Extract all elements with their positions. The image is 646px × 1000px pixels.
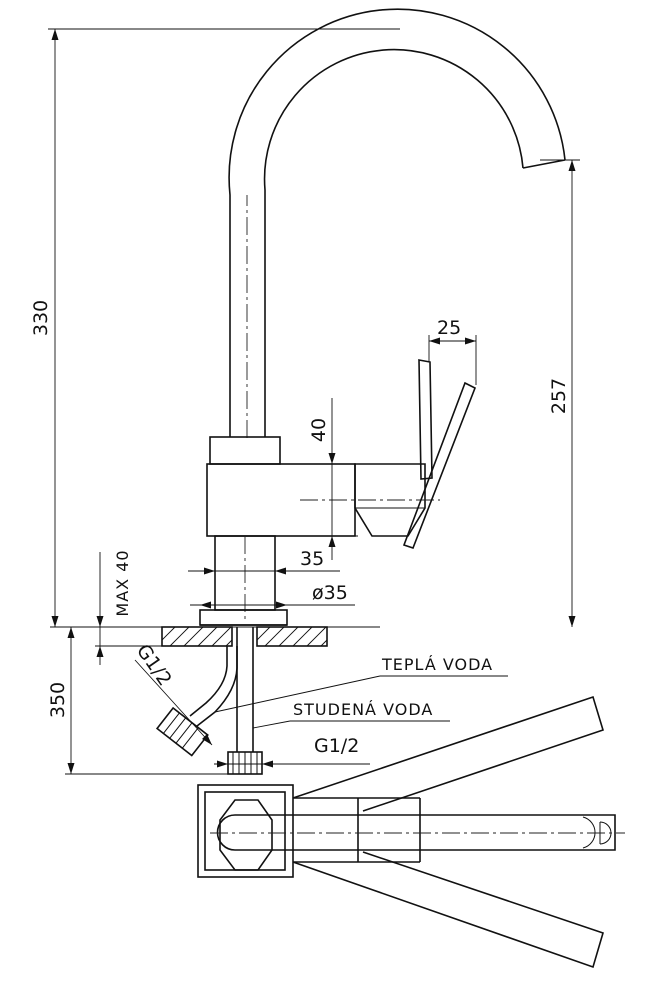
dimension-thread-cold: G1/2: [214, 735, 370, 768]
dimension-hose-length: 350: [47, 627, 230, 775]
spout: [228, 8, 566, 438]
dimension-spout-height: 257: [540, 159, 580, 627]
cold-water-label: STUDENÁ VODA: [293, 700, 433, 719]
dim-40-label: 40: [308, 418, 330, 442]
thread-cold-label: G1/2: [314, 735, 359, 757]
cold-water-pipe: [227, 627, 263, 775]
dimension-body-height: 40: [308, 398, 358, 560]
callout-hot-water: TEPLÁ VODA: [214, 655, 508, 713]
hot-water-pipe: [155, 646, 238, 757]
mixer-body: [206, 436, 440, 537]
base-flange: [199, 609, 288, 626]
top-view: [197, 695, 625, 969]
dim-350-label: 350: [47, 682, 69, 718]
dim-25-label: 25: [437, 317, 461, 339]
dim-330-label: 330: [30, 300, 52, 336]
dimension-handle-width: 25: [428, 317, 477, 385]
lever-handle: [402, 359, 477, 550]
countertop: [50, 626, 380, 647]
dim-diameter-label: ø35: [312, 582, 348, 604]
dimension-max-thickness: MAX 40: [95, 549, 165, 665]
dimension-base-diameter: ø35: [190, 582, 355, 609]
dimension-total-height: 330: [30, 28, 400, 627]
dimension-shank-width: 35: [188, 548, 340, 575]
callout-cold-water: STUDENÁ VODA: [252, 700, 450, 729]
thread-hot-label: G1/2: [132, 640, 176, 690]
dim-35-label: 35: [300, 548, 324, 570]
shank: [214, 535, 276, 620]
dim-257-label: 257: [548, 378, 570, 414]
dim-max40-label: MAX 40: [113, 549, 132, 616]
hot-water-label: TEPLÁ VODA: [381, 655, 493, 674]
